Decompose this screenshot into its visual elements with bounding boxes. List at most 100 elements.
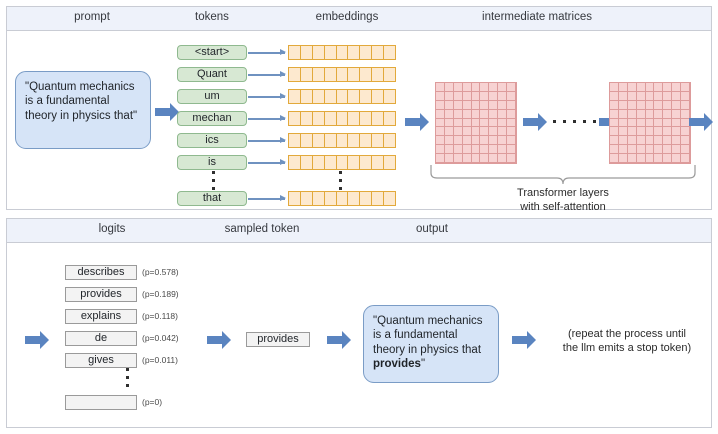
token-label: ics (205, 134, 219, 146)
matrix-cell (498, 83, 508, 92)
embedding-cell (289, 156, 301, 169)
embedding-cell (337, 134, 349, 147)
output-text-prefix: "Quantum mechanics is a fundamental theo… (373, 315, 483, 356)
embedding-cell (372, 156, 385, 169)
matrix-cell (453, 100, 463, 110)
matrix-cell (480, 145, 490, 155)
matrix-cell (453, 83, 463, 92)
embedding-cell (372, 90, 385, 103)
embedding-cell (325, 112, 337, 125)
intermediate-matrix-first (435, 82, 517, 164)
token-to-embedding-connector (248, 94, 286, 99)
matrix-cell (462, 91, 472, 101)
matrix-cell (681, 145, 690, 155)
token-pill: that (177, 191, 247, 206)
header-output: output (416, 223, 448, 235)
arrow-output-to-repeat-note (512, 331, 536, 349)
output-text-bold: provides (373, 358, 421, 371)
embedding-cell (360, 46, 373, 59)
matrix-cell (636, 127, 646, 137)
matrix-cell (498, 109, 508, 119)
bottom-panel: logits sampled token output describes (p=… (6, 218, 712, 428)
logit-probability-value: (p=0.011) (142, 355, 178, 365)
matrix-cell (453, 118, 463, 128)
matrix-cell (444, 136, 454, 146)
top-header-band: prompt tokens embeddings intermediate ma… (7, 7, 711, 31)
embedding-cell (289, 90, 301, 103)
matrix-cell (444, 100, 454, 110)
logit-box: gives (65, 353, 137, 368)
header-prompt: prompt (74, 11, 110, 23)
embedding-cell (301, 156, 313, 169)
embedding-cell (337, 156, 349, 169)
bottom-header-band: logits sampled token output (7, 219, 711, 243)
logit-probability-value: (p=0.189) (142, 289, 179, 299)
matrix-cell (654, 154, 664, 163)
arrow-matrix-to-next-stage (689, 113, 713, 131)
matrix-cell (610, 83, 619, 92)
matrix-cell (672, 136, 682, 146)
matrix-cell (610, 109, 619, 119)
matrix-cell (654, 118, 664, 128)
matrix-cell (672, 154, 682, 163)
matrix-cell (462, 127, 472, 137)
matrix-cell (663, 91, 673, 101)
transformer-caption-line2: with self-attention (520, 201, 606, 213)
embedding-cell (301, 46, 313, 59)
embedding-row (288, 133, 396, 148)
logit-token-label: describes (77, 266, 125, 278)
matrix-cell (654, 109, 664, 119)
embedding-cell (372, 134, 385, 147)
logit-token-label: explains (80, 310, 122, 322)
bottom-stage: describes(p=0.578)provides(p=0.189)expla… (7, 243, 711, 427)
embedding-cell (313, 134, 325, 147)
matrix-cell (471, 145, 481, 155)
matrix-cell (627, 118, 637, 128)
embedding-cell (384, 156, 395, 169)
matrix-cell (462, 154, 472, 163)
token-pill: is (177, 155, 247, 170)
matrix-cell (627, 127, 637, 137)
matrix-cell (436, 100, 445, 110)
embedding-cell (313, 156, 325, 169)
matrix-cell (471, 154, 481, 163)
matrix-cell (498, 127, 508, 137)
matrix-cell (627, 91, 637, 101)
matrix-cell (610, 136, 619, 146)
matrix-cell (654, 83, 664, 92)
matrix-cell (618, 145, 628, 155)
matrix-cell (636, 145, 646, 155)
matrix-cell (436, 145, 445, 155)
logit-probability: (p=0) (142, 396, 162, 409)
matrix-cell (672, 145, 682, 155)
token-to-embedding-connector (248, 160, 286, 165)
matrix-cell (627, 154, 637, 163)
embedding-cell (384, 90, 395, 103)
matrix-cell (663, 154, 673, 163)
matrix-cell (507, 109, 516, 119)
matrix-cell (444, 154, 454, 163)
matrix-cell (654, 127, 664, 137)
embedding-cell (301, 68, 313, 81)
matrix-cell (436, 127, 445, 137)
top-panel: prompt tokens embeddings intermediate ma… (6, 6, 713, 213)
logit-probability-value: (p=0.042) (142, 333, 179, 343)
embedding-cell (384, 192, 395, 205)
token-to-embedding-connector (248, 50, 286, 55)
matrix-cell (645, 118, 655, 128)
matrix-cell (489, 91, 499, 101)
matrix-cell (672, 100, 682, 110)
embedding-cell (348, 90, 361, 103)
logit-box (65, 395, 137, 410)
matrix-cell (636, 91, 646, 101)
output-text-suffix: " (420, 358, 426, 371)
matrix-cell (645, 136, 655, 146)
matrix-cell (480, 100, 490, 110)
matrix-cell (436, 91, 445, 101)
matrix-cell (645, 100, 655, 110)
matrix-cell (672, 91, 682, 101)
matrix-cell (672, 109, 682, 119)
matrix-cell (645, 109, 655, 119)
matrix-cell (498, 91, 508, 101)
matrix-cell (444, 83, 454, 92)
